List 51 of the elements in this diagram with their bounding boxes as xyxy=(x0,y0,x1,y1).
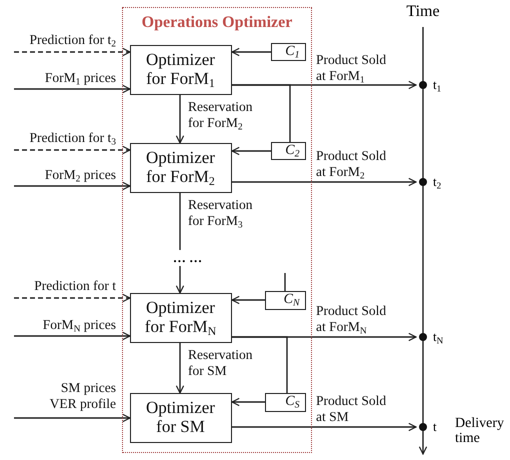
arrow xyxy=(176,95,184,144)
edge-label: ForM$_{N}$ prices xyxy=(42,317,116,333)
edge-label: Prediction for t xyxy=(33,278,116,294)
time-point-caption: Delivery time xyxy=(455,416,505,447)
constraint-box: C$_{1}$ xyxy=(270,42,306,60)
time-point-label: t$_{1}$ xyxy=(433,77,442,93)
dotted-group-frame xyxy=(122,7,312,453)
edge-label: Prediction for t$_{2}$ xyxy=(28,32,116,48)
edge-label: Reservation for ForM$_{2}$ xyxy=(188,99,254,130)
arrow xyxy=(231,296,265,304)
process-box: Optimizer for SM xyxy=(130,392,232,442)
edge-label: ForM$_{2}$ prices xyxy=(44,167,116,183)
edge-label: Product Sold at SM xyxy=(316,393,388,424)
time-point-label: t$_{N}$ xyxy=(433,329,444,345)
edge-label: SM prices VER profile xyxy=(48,380,116,412)
arrow xyxy=(232,178,417,186)
edge-label: Product Sold at ForM$_{N}$ xyxy=(316,303,388,334)
process-box: Optimizer for ForM$_{1}$ xyxy=(130,44,232,94)
group-title: Operations Optimizer xyxy=(140,14,294,32)
ellipsis: … … xyxy=(166,250,210,266)
connector-line xyxy=(179,193,181,250)
arrow xyxy=(14,414,131,422)
edge-label: Reservation for ForM$_{3}$ xyxy=(188,197,254,228)
arrow xyxy=(14,182,131,190)
arrow xyxy=(14,146,131,154)
time-point-label: t$_{2}$ xyxy=(433,174,442,190)
axis-label: Time xyxy=(406,3,440,21)
arrow xyxy=(14,48,131,56)
arrow xyxy=(14,294,131,302)
connector-line xyxy=(232,336,288,393)
arrow xyxy=(231,48,271,56)
edge-label: ForM$_{1}$ prices xyxy=(44,70,116,86)
edge-label: Product Sold at ForM$_{2}$ xyxy=(316,148,388,180)
constraint-box: C$_{N}$ xyxy=(264,290,306,310)
arrow xyxy=(14,84,131,94)
edge-label: Prediction for t$_{3}$ xyxy=(28,130,116,146)
edge-label: Product Sold at ForM$_{1}$ xyxy=(316,52,388,84)
connector-line xyxy=(284,273,286,291)
process-box: Optimizer for ForM$_{2}$ xyxy=(130,142,232,192)
connector-line xyxy=(232,84,291,142)
edge-label: Reservation for SM xyxy=(188,347,254,378)
constraint-box: C$_{2}$ xyxy=(270,142,306,160)
arrow xyxy=(232,422,417,432)
arrow xyxy=(176,343,184,394)
arrow xyxy=(231,398,265,406)
constraint-box: C$_{S}$ xyxy=(264,392,306,412)
arrow xyxy=(231,146,271,156)
time-point-label: t xyxy=(433,419,437,435)
process-box: Optimizer for ForM$_{N}$ xyxy=(130,292,232,342)
arrow xyxy=(176,266,184,294)
arrow xyxy=(14,332,131,340)
